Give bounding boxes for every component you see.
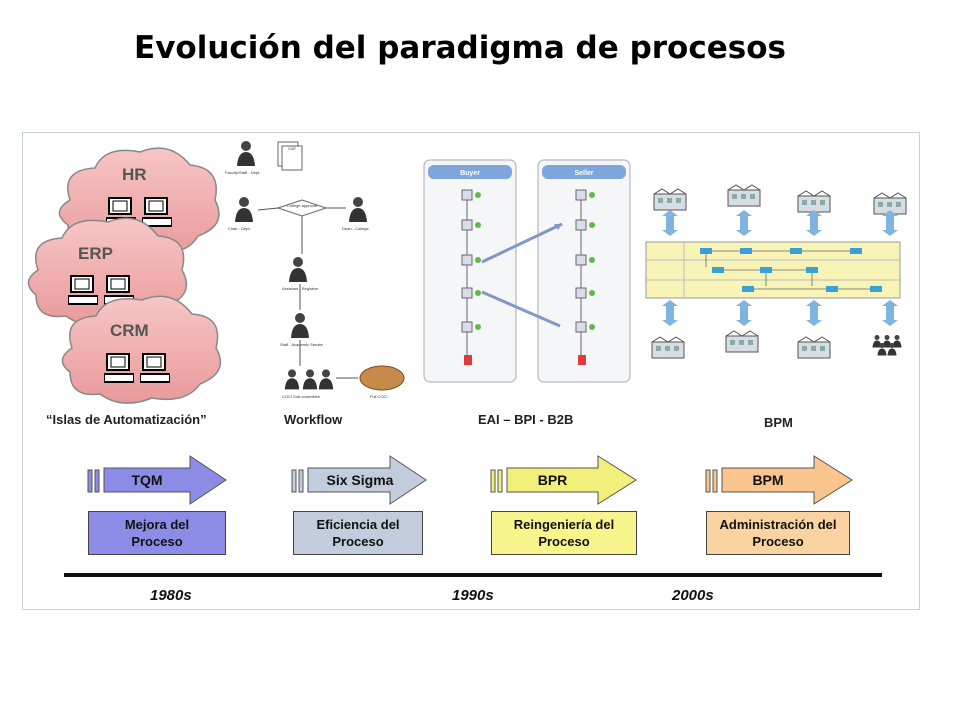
timeline-axis — [64, 573, 882, 577]
box-line-1: Reingeniería del — [513, 517, 615, 532]
workflow-node-senate: Staff - Academic Senate — [280, 342, 324, 347]
tqm-arrow-label: TQM — [131, 472, 163, 488]
bpm-label: BPM — [764, 415, 793, 430]
workflow-label: Workflow — [284, 412, 343, 427]
hr-cloud-label: HR — [122, 165, 147, 184]
box-line-2: Proceso — [752, 534, 804, 549]
workflow-node-coci-sub: COCI Sub-committee — [282, 394, 321, 399]
workflow-node-full-coci: Full COCI — [370, 394, 388, 399]
seller-lane-label: Seller — [574, 170, 593, 177]
page-title: Evolución del paradigma de procesos — [134, 30, 786, 66]
box-line-1: Administración del — [719, 517, 837, 532]
box-line-1: Eficiencia del — [316, 517, 400, 532]
bpm-arrow — [705, 455, 853, 505]
buyer-lane-label: Buyer — [460, 170, 480, 177]
workflow-node-registrar: Assistant - Registrar — [282, 286, 319, 291]
crm-cloud-label: CRM — [110, 321, 149, 340]
tqm-arrow — [87, 455, 227, 505]
bpr-arrow — [490, 455, 637, 505]
crm-cloud — [61, 295, 222, 404]
decade-1980s: 1980s — [150, 587, 192, 604]
workflow-node-faculty: Faculty/Staff - Dept. — [225, 170, 260, 175]
workflow-node-chair: Chair - Dept. — [228, 226, 251, 231]
workflow-diagram: Faculty/Staff - Dept. CAF Chair - Dept. … — [225, 141, 405, 399]
decade-1990s: 1990s — [452, 587, 494, 604]
erp-cloud-label: ERP — [78, 244, 113, 263]
eai-diagram: Buyer Seller — [423, 159, 631, 383]
box-line-1: Mejora del — [124, 517, 190, 532]
six-sigma-arrow — [291, 455, 427, 505]
eai-label: EAI – BPI - B2B — [478, 412, 574, 427]
workflow-node-college: College approval — [287, 203, 317, 208]
workflow-node-dean: Dean - College — [342, 226, 369, 231]
box-line-2: Proceso — [538, 534, 590, 549]
workflow-node-caf: CAF — [288, 146, 297, 151]
timeline-arrows — [87, 455, 853, 505]
bpm-arrow-label: BPM — [752, 472, 784, 488]
bpr-arrow-label: BPR — [537, 472, 568, 488]
six-sigma-arrow-label: Six Sigma — [326, 472, 394, 488]
box-line-2: Proceso — [332, 534, 384, 549]
decade-2000s: 2000s — [672, 587, 714, 604]
bpm-diagram — [645, 184, 907, 359]
islands-label: “Islas de Automatización” — [46, 412, 207, 427]
box-line-2: Proceso — [131, 534, 183, 549]
